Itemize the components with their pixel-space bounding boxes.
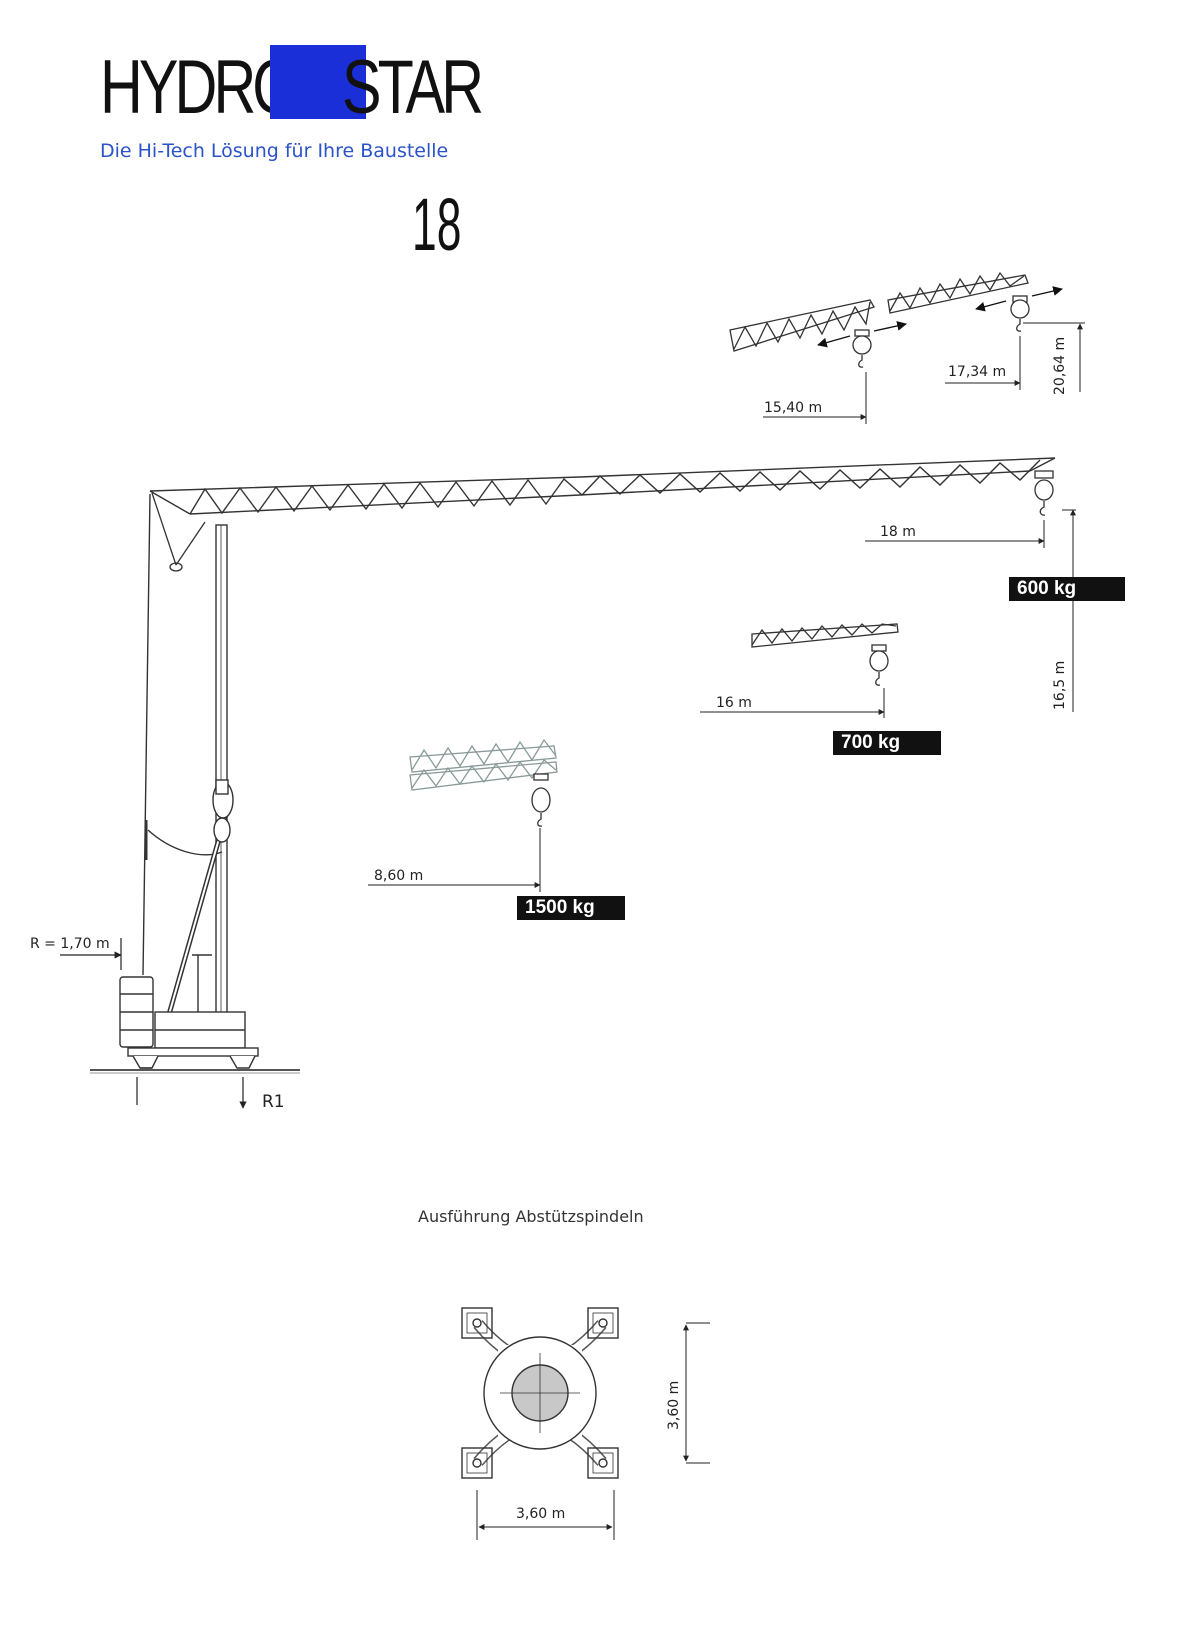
hook-18m <box>1034 470 1054 516</box>
ground-line <box>90 1069 300 1074</box>
dimension-18m <box>865 509 1076 712</box>
logo-word-star: STAR <box>342 45 484 130</box>
label-counterweight-radius: R = 1,70 m <box>30 936 110 952</box>
jib-root-ties <box>151 492 206 572</box>
main-jib <box>149 457 1056 515</box>
label-radius-860: 8,60 m <box>374 868 424 884</box>
load-badge-600kg: 600 kg <box>1009 577 1125 601</box>
crane-base <box>127 1011 259 1069</box>
label-radius-16m: 16 m <box>716 695 752 711</box>
label-base-width: 3,60 m <box>516 1506 566 1522</box>
label-base-height: 3,60 m <box>666 1380 682 1430</box>
label-reaction-r1: R1 <box>262 1092 285 1112</box>
jib-variant-1734 <box>887 271 1030 332</box>
trolley-arrows <box>817 286 1063 348</box>
base-footprint <box>461 1307 619 1479</box>
counterweight <box>119 976 154 1048</box>
dimension-860 <box>368 828 541 892</box>
model-number: 18 <box>412 183 462 266</box>
logo-blue-square <box>270 45 366 119</box>
reaction-lines <box>60 938 247 1109</box>
label-hook-height-2064: 20,64 m <box>1052 336 1068 395</box>
dimension-16m <box>700 688 885 718</box>
jib-variant-16m <box>751 623 899 686</box>
label-hook-height-165: 16,5 m <box>1052 660 1068 710</box>
label-radius-1540: 15,40 m <box>764 400 823 416</box>
label-radius-18m: 18 m <box>880 524 916 540</box>
logo-word-hydro: HYDRO <box>100 45 298 130</box>
base-caption: Ausführung Abstützspindeln <box>418 1207 644 1226</box>
logo-tagline: Die Hi-Tech Lösung für Ihre Baustelle <box>100 140 449 162</box>
jib-variant-860 <box>409 738 558 827</box>
tower-mast <box>142 493 234 1036</box>
base-dimensions <box>476 1322 710 1540</box>
load-badge-1500kg: 1500 kg <box>517 896 625 920</box>
label-radius-1734: 17,34 m <box>948 364 1007 380</box>
load-badge-700kg: 700 kg <box>833 731 941 755</box>
dimension-top <box>763 322 1085 424</box>
jib-variant-1540 <box>729 299 875 368</box>
